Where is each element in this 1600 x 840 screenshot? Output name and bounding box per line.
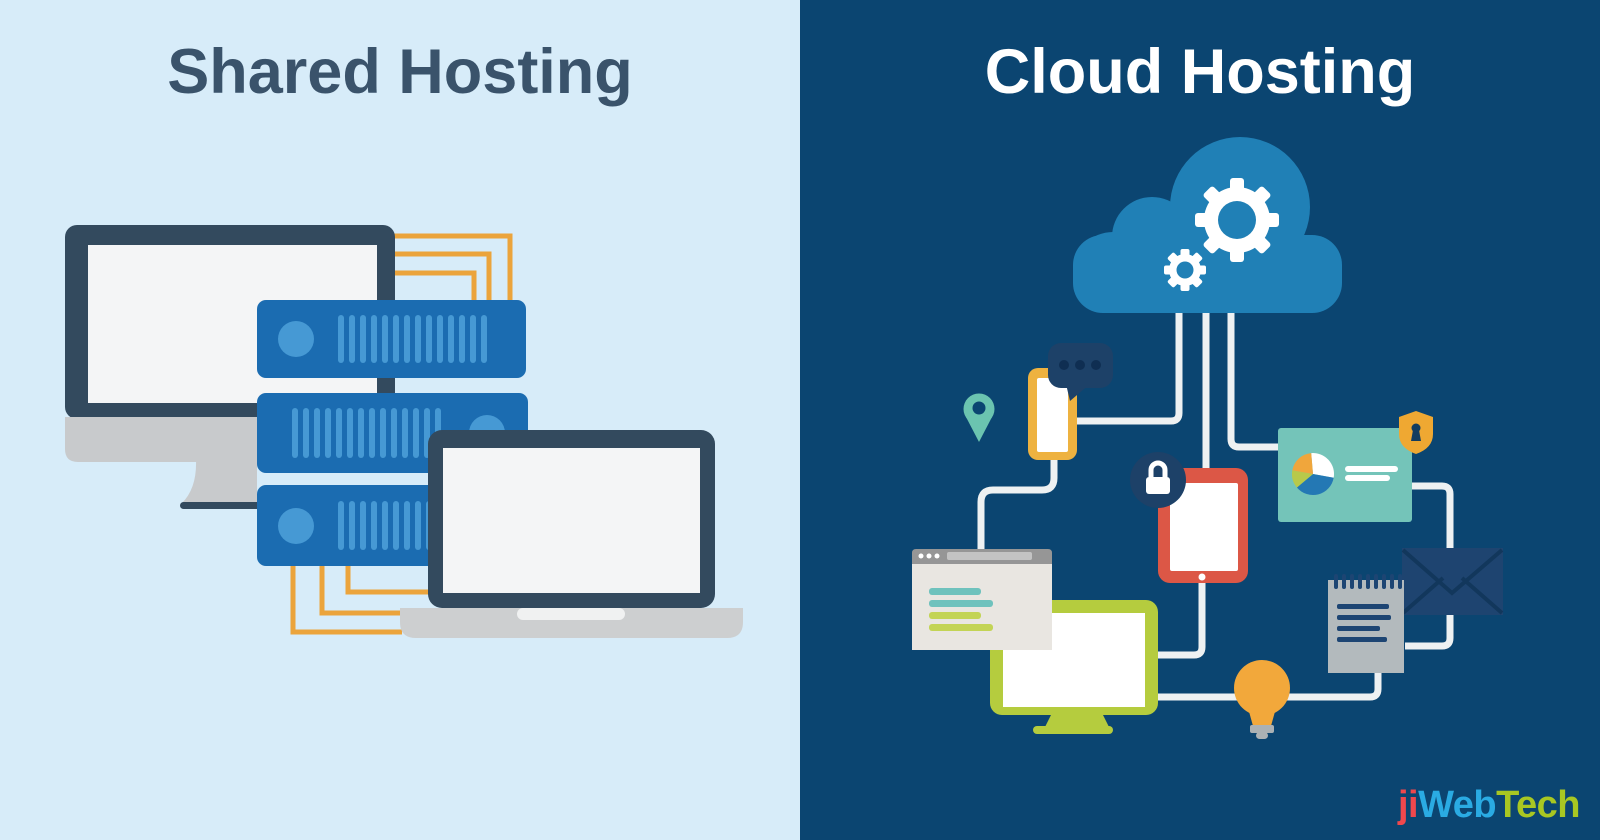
shared-hosting-illustration (65, 225, 743, 638)
security-shield-icon (1399, 411, 1433, 454)
brand-logo: jiWebTech (1397, 784, 1581, 827)
location-pin-icon (963, 393, 995, 442)
chat-bubble-icon (1048, 343, 1113, 401)
browser-window-icon (912, 549, 1052, 650)
panel-shared-hosting: Shared Hosting (0, 0, 800, 840)
logo-ji: ji (1397, 784, 1419, 826)
padlock-badge-icon (1130, 452, 1186, 508)
laptop-icon (400, 430, 743, 638)
cloud-hosting-title: Cloud Hosting (984, 37, 1416, 107)
notepad-icon (1328, 574, 1404, 673)
smartphone-icon (1028, 368, 1077, 460)
pie-chart-icon (1291, 453, 1335, 496)
gear-large-icon (1195, 178, 1279, 262)
analytics-card-icon (1278, 428, 1412, 522)
connector-lines-icon (977, 313, 1454, 701)
tablet-icon (1158, 468, 1248, 583)
server-rack-top-icon (257, 300, 526, 378)
light-bulb-icon (1234, 660, 1290, 739)
panel-cloud-hosting: Cloud Hosting (800, 0, 1600, 840)
gear-small-icon (1164, 249, 1206, 291)
network-cables-top-icon (390, 233, 513, 300)
logo-web: Web (1418, 784, 1497, 826)
envelope-icon (1401, 548, 1504, 615)
network-cables-bottom-icon (290, 566, 430, 635)
shared-hosting-title: Shared Hosting (167, 37, 633, 107)
logo-tech: Tech (1496, 784, 1580, 826)
cloud-hosting-illustration (912, 137, 1504, 739)
